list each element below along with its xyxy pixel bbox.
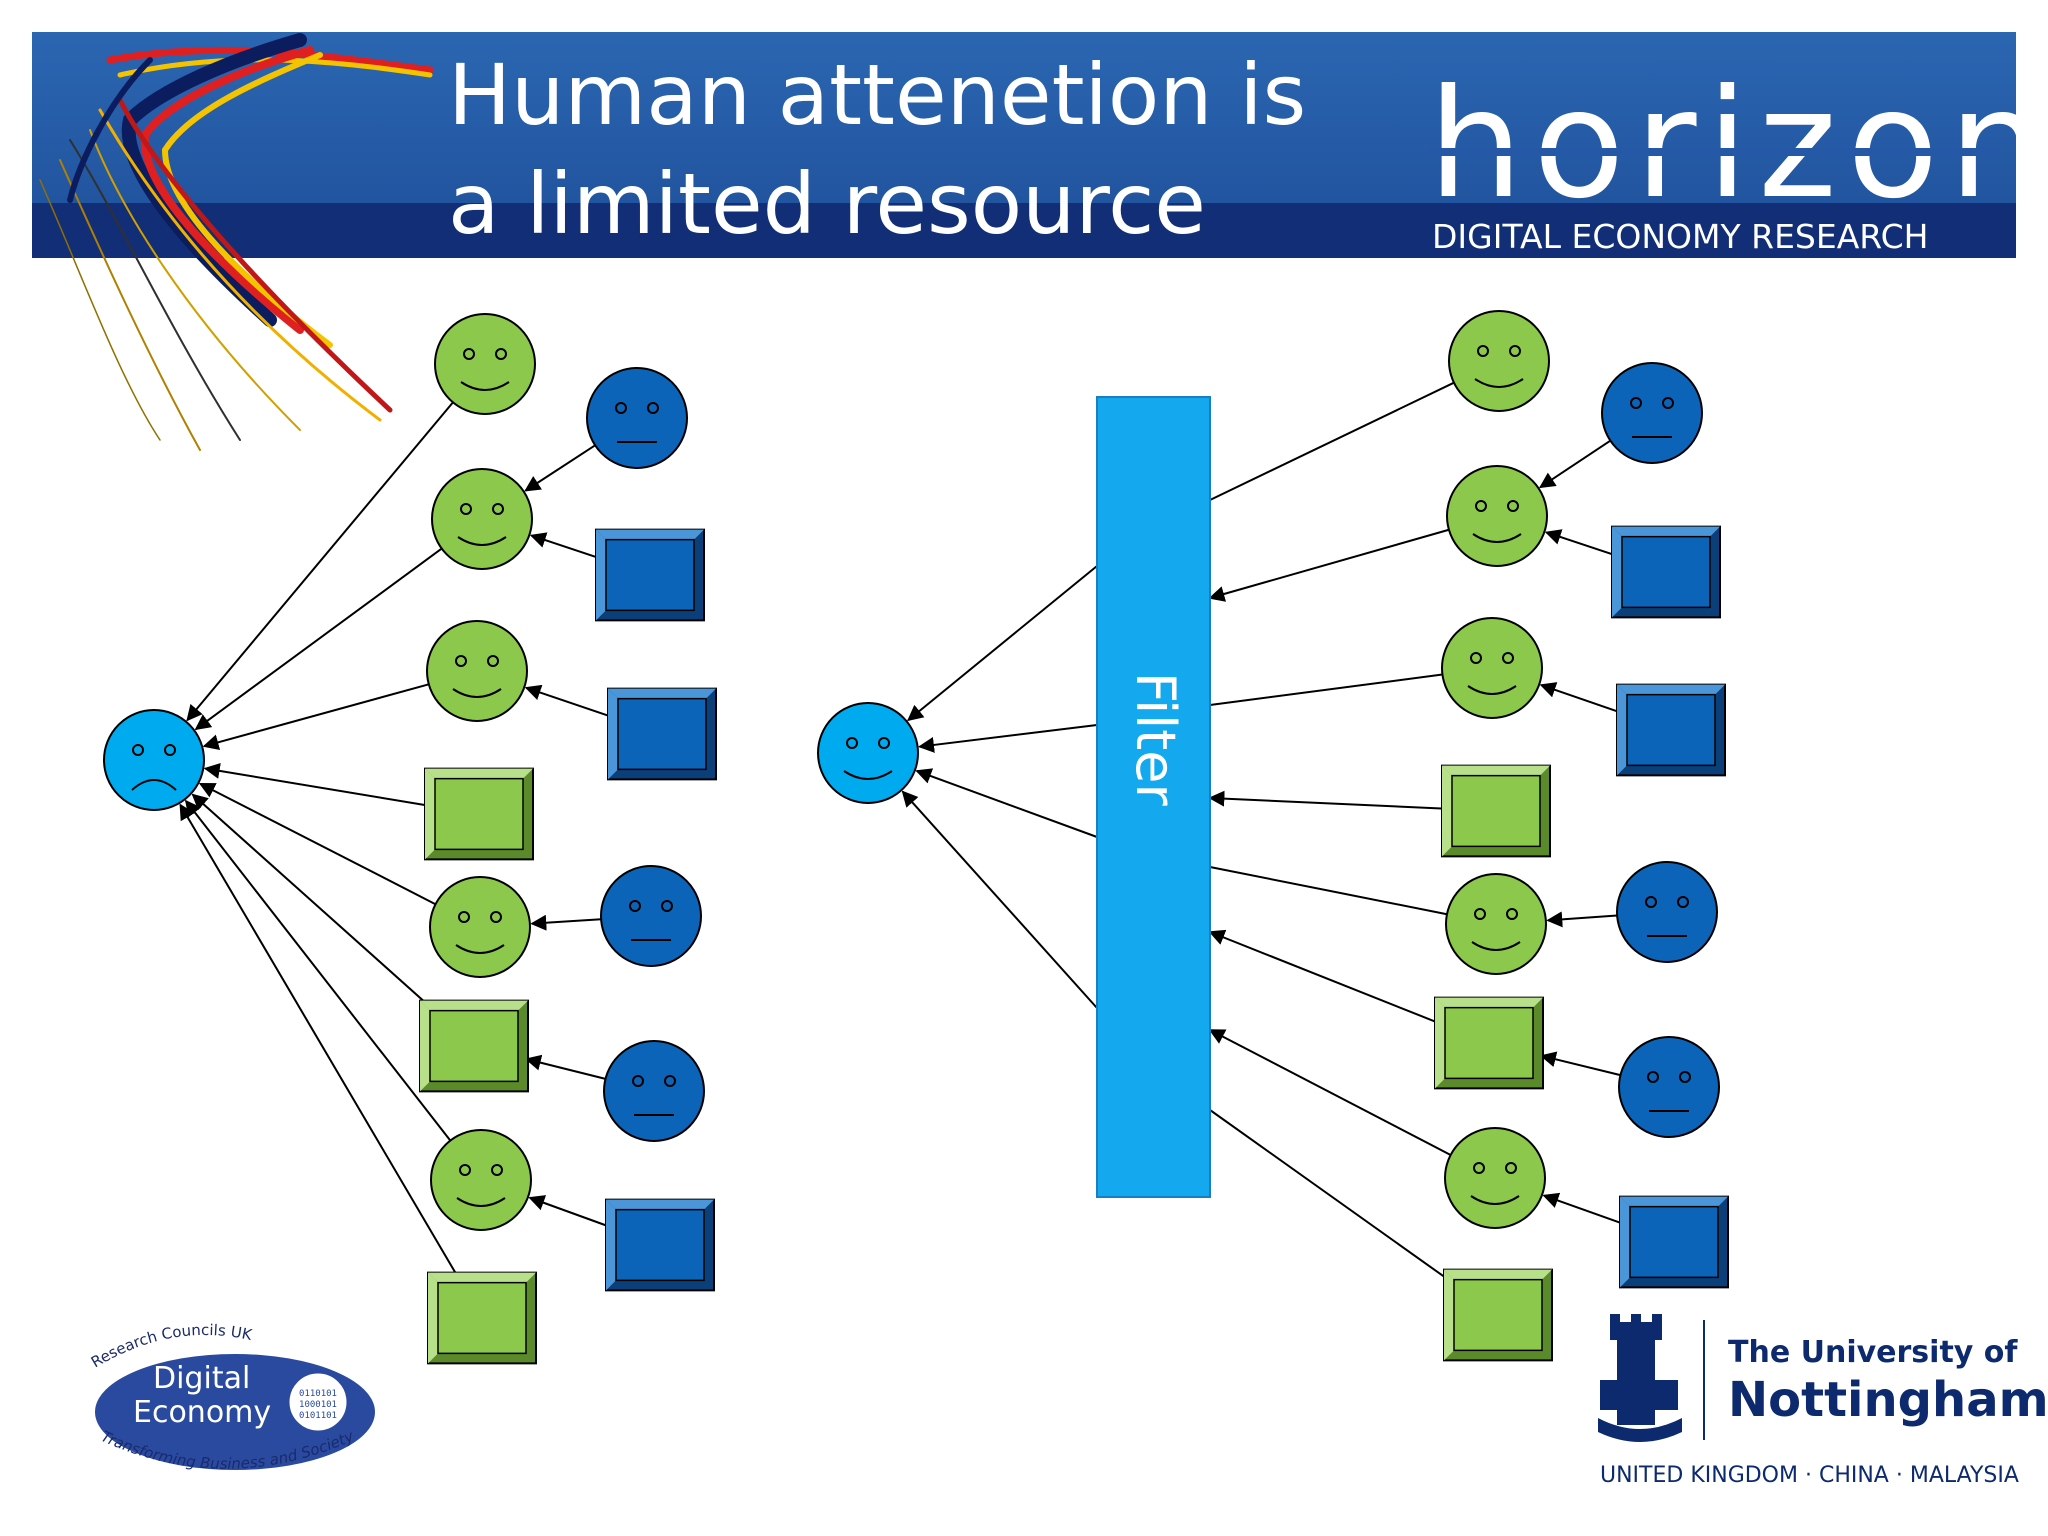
shape-layer <box>103 310 1729 1365</box>
left-happy-face-icon <box>429 876 531 978</box>
left-arrow <box>524 444 596 492</box>
left-arrow <box>184 799 452 1142</box>
left-arrow <box>191 793 436 1013</box>
right-neutral-face-icon <box>1601 362 1703 464</box>
right-happy-face-icon <box>1448 310 1550 412</box>
left-happy-face-icon <box>434 313 536 415</box>
nottingham-logo: The University of Nottingham UNITED KING… <box>1598 1314 2048 1488</box>
filter-input-arrow <box>1208 790 1445 810</box>
right-arrow <box>1546 911 1618 928</box>
filter-input-arrow <box>1209 1109 1457 1286</box>
slide-title-line2: a limited resource <box>448 155 1206 253</box>
left-square-icon <box>607 687 717 781</box>
left-arrow <box>524 684 614 719</box>
left-sad-face-icon <box>103 709 205 811</box>
filter-label: Filter <box>1124 672 1187 807</box>
right-happy-face-icon <box>1446 465 1548 567</box>
horizon-logo: horizon DIGITAL ECONOMY RESEARCH <box>1428 58 2048 256</box>
left-square-icon <box>605 1198 715 1292</box>
filter-input-arrow <box>1209 381 1455 501</box>
left-arrow <box>528 1195 612 1229</box>
left-arrow <box>186 401 454 722</box>
left-happy-face-icon <box>426 620 528 722</box>
right-square-icon <box>1611 525 1721 619</box>
left-arrow <box>202 683 430 751</box>
right-neutral-face-icon <box>1618 1036 1720 1138</box>
right-neutral-face-icon <box>1616 861 1718 963</box>
left-arrow <box>198 782 436 906</box>
header-banner <box>32 32 2016 258</box>
nottingham-tagline: UNITED KINGDOM · CHINA · MALAYSIA <box>1600 1463 2019 1488</box>
right-square-icon <box>1434 996 1544 1090</box>
nottingham-line1: The University of <box>1728 1335 2018 1370</box>
attention-diagram <box>103 310 1729 1365</box>
left-arrow <box>530 914 602 931</box>
left-arrow <box>179 803 457 1274</box>
horizon-wordmark: horizon <box>1428 58 2048 232</box>
nottingham-line2: Nottingham <box>1728 1372 2048 1428</box>
right-square-icon <box>1443 1268 1553 1362</box>
filter-output-arrow <box>915 768 1098 838</box>
left-square-icon <box>427 1271 537 1365</box>
left-square-icon <box>419 999 529 1093</box>
rcuk-digital-economy-logo: Research Councils UK Digital Economy 011… <box>88 1321 375 1473</box>
left-arrow <box>194 547 443 731</box>
slide-title-line1: Human attenetion is <box>448 46 1306 144</box>
filter-bar: Filter <box>1096 396 1211 1198</box>
right-happy-face-icon <box>1444 1127 1546 1229</box>
right-arrow <box>1538 439 1611 489</box>
filter-input-arrow <box>1208 929 1442 1025</box>
right-arrow <box>1542 1192 1626 1226</box>
arrow-layer <box>179 381 1626 1286</box>
filter-input-arrow <box>1209 866 1448 916</box>
rcuk-economy-label: Economy <box>133 1395 271 1430</box>
filter-input-arrow <box>1208 528 1450 602</box>
right-arrow <box>1544 529 1617 557</box>
filter-output-arrow <box>918 724 1098 753</box>
left-neutral-face-icon <box>600 865 702 967</box>
left-square-icon <box>424 767 534 861</box>
nottingham-castle-icon <box>1598 1314 1682 1442</box>
nottingham-divider <box>1703 1320 1705 1440</box>
left-arrow <box>529 532 601 560</box>
filter-input-arrow <box>1209 673 1443 706</box>
right-happy-face-icon <box>1441 617 1543 719</box>
left-neutral-face-icon <box>603 1040 705 1142</box>
swoosh-decoration <box>39 33 434 451</box>
right-arrow <box>1539 1051 1621 1077</box>
right-square-icon <box>1616 683 1726 777</box>
filter-output-arrow <box>907 565 1098 722</box>
filter-output-arrow <box>901 790 1098 1009</box>
horizon-tagline: DIGITAL ECONOMY RESEARCH <box>1432 217 1928 256</box>
left-arrow <box>203 762 428 807</box>
left-happy-face-icon <box>430 1129 532 1231</box>
filter-input-arrow <box>1208 1029 1452 1156</box>
right-happy-face-icon <box>817 702 919 804</box>
left-square-icon <box>595 528 705 622</box>
left-happy-face-icon <box>431 468 533 570</box>
right-arrow <box>1539 682 1623 714</box>
right-square-icon <box>1619 1195 1729 1289</box>
right-square-icon <box>1441 764 1551 858</box>
left-neutral-face-icon <box>586 367 688 469</box>
rcuk-digital-label: Digital <box>153 1361 250 1396</box>
right-happy-face-icon <box>1445 873 1547 975</box>
left-arrow <box>524 1054 606 1080</box>
